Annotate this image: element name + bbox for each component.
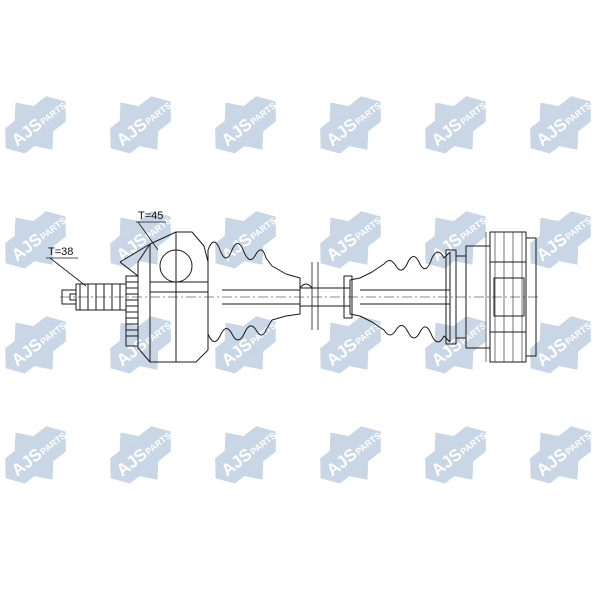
torque-label-45: T=45 xyxy=(138,210,163,222)
outer-boot xyxy=(207,241,301,342)
inner-tripod-joint xyxy=(465,231,537,363)
inner-boot xyxy=(349,251,451,343)
torque-label-38: T=38 xyxy=(48,246,73,258)
leader-outer xyxy=(137,221,159,251)
leader-inner xyxy=(49,257,87,287)
shaft xyxy=(299,262,350,330)
outer-stub-shaft xyxy=(61,283,127,311)
abs-ring xyxy=(125,275,139,347)
outer-cv-joint xyxy=(119,231,209,363)
